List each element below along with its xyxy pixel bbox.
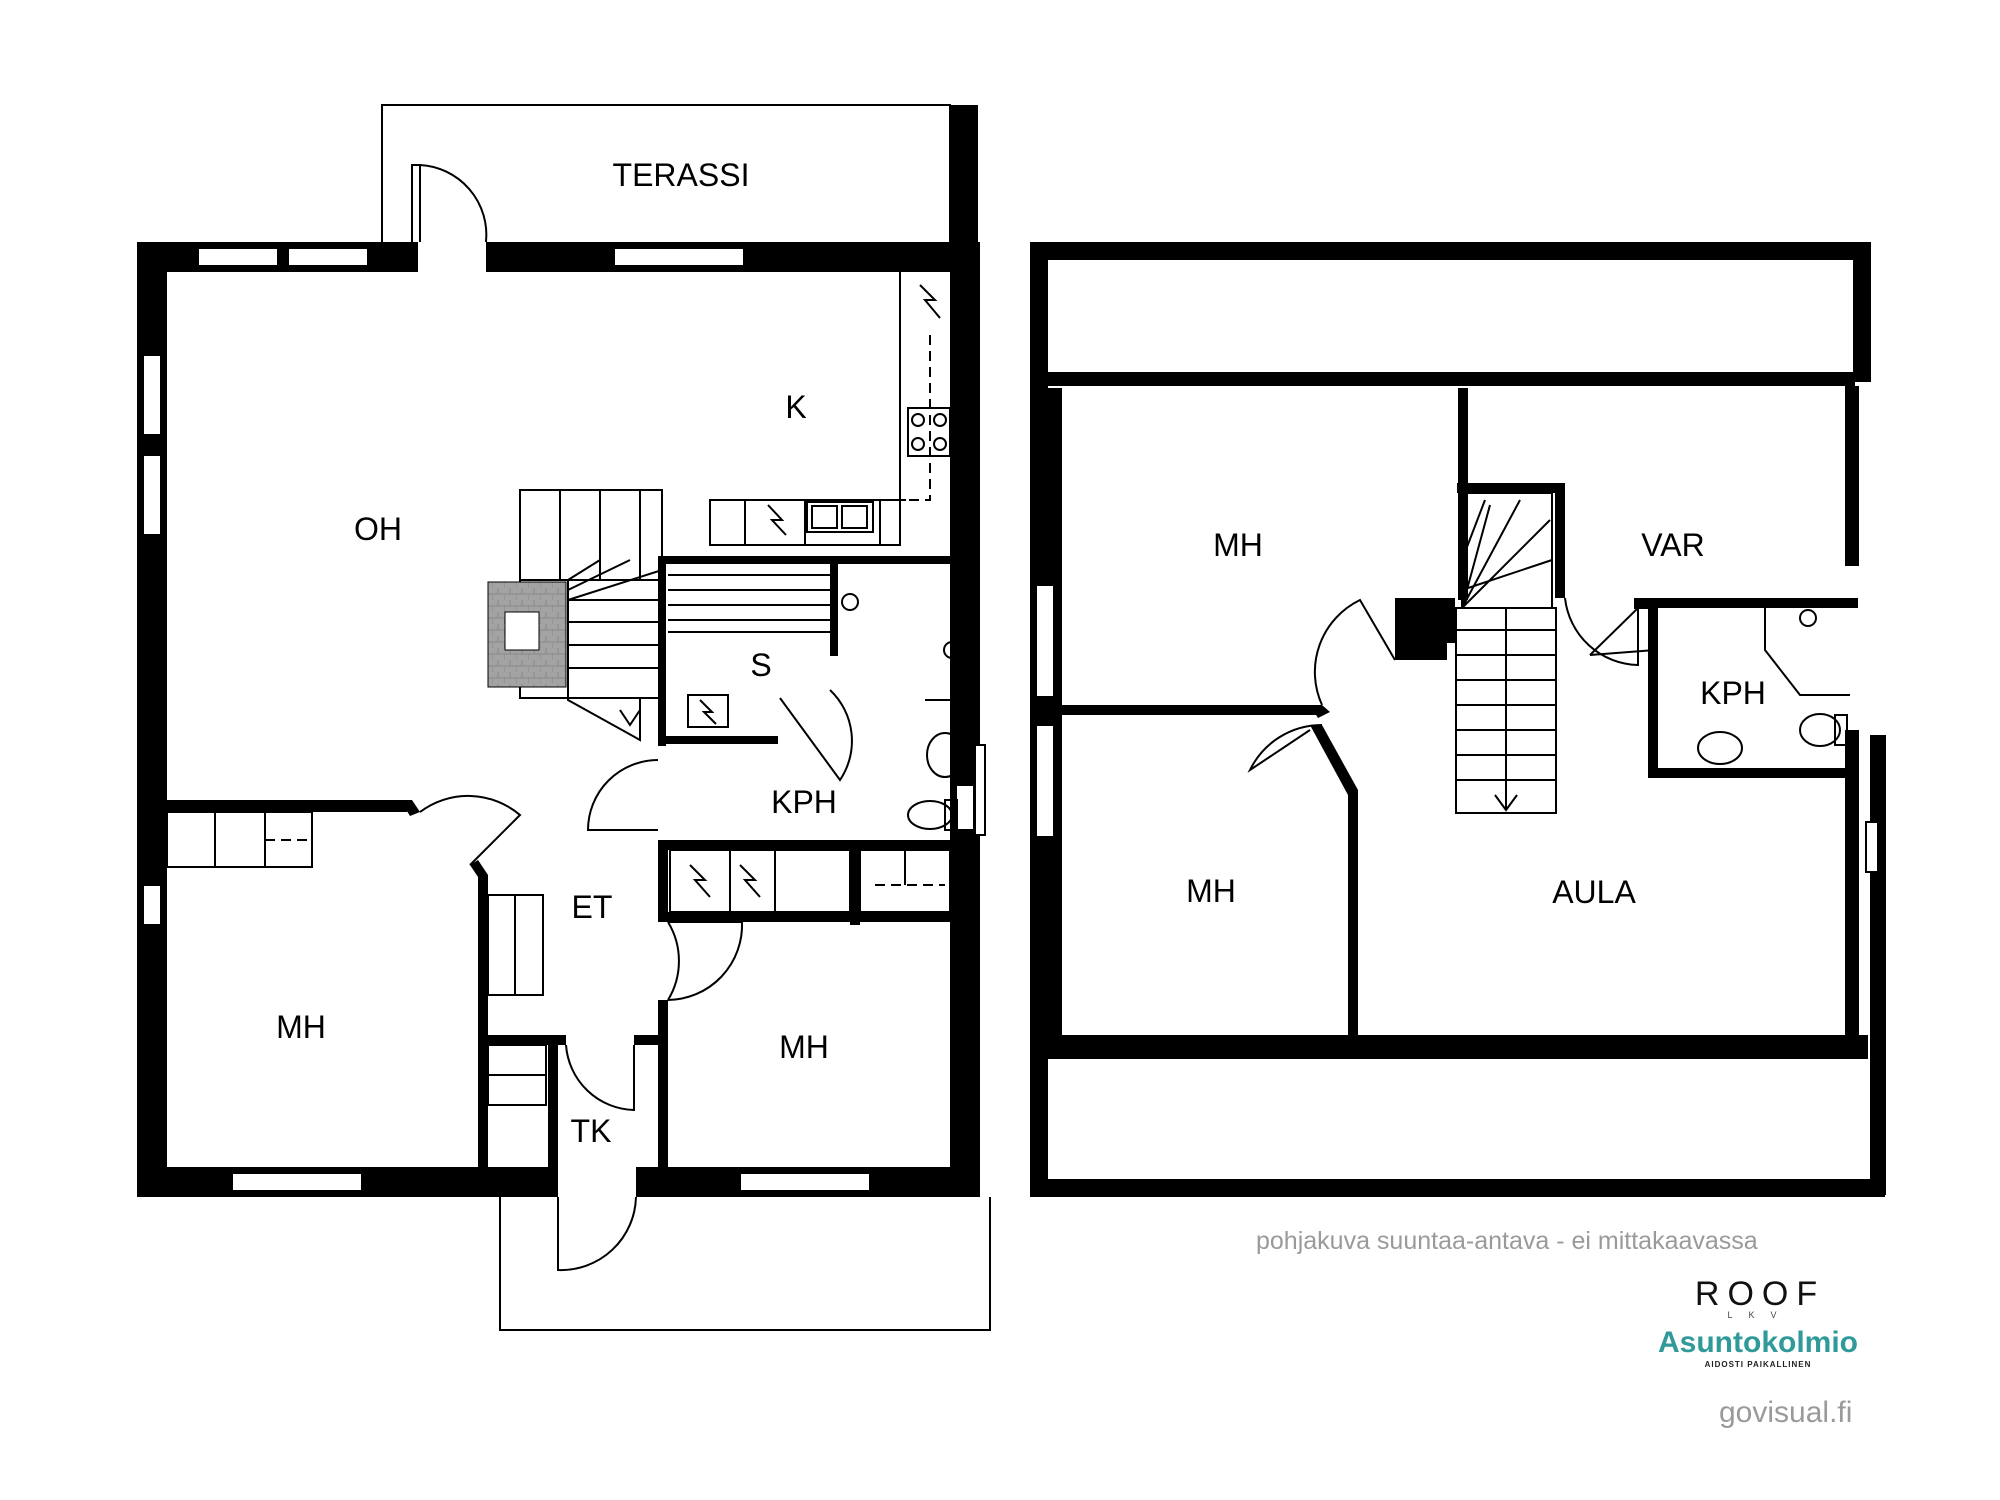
room-label-ground-bathroom: KPH (771, 784, 837, 820)
roof-logo-sub: LKV (1727, 1310, 1793, 1320)
room-label-sauna: S (750, 647, 771, 683)
bedroom-wardrobe (166, 811, 547, 1106)
upper-stairs (1455, 492, 1557, 814)
brand-tagline: AIDOSTI PAIKALLINEN (1704, 1360, 1812, 1369)
roof-logo-name: ROOF (1694, 1275, 1826, 1313)
room-label-kitchen: K (785, 389, 806, 425)
upper-bath-fixtures (1697, 608, 1850, 765)
room-label-west-bedroom: MH (276, 1009, 326, 1045)
brand-name: Asuntokolmio (1658, 1326, 1858, 1359)
room-label-entrance: ET (572, 889, 613, 925)
sauna-benches (668, 574, 830, 728)
room-label-east-bedroom: MH (779, 1029, 829, 1065)
upper-floor-plan (1030, 242, 1886, 1197)
room-label-upper-bedroom-north: MH (1213, 527, 1263, 563)
ground-door-swings (419, 689, 853, 1272)
roof-logo: ROOF LKV (1685, 1275, 1835, 1320)
upper-door-swings (1247, 597, 1656, 773)
porch-outline (499, 1197, 991, 1331)
room-label-closet: TK (571, 1113, 612, 1149)
terrace-door (411, 164, 488, 272)
ground-exterior-walls (137, 242, 980, 1197)
ground-windows (142, 247, 986, 1192)
kitchen-cabinets (709, 272, 951, 546)
room-label-living-room: OH (354, 511, 402, 547)
scale-disclaimer: pohjakuva suuntaa-antava - ei mittakaava… (1256, 1227, 1758, 1255)
credit-text: govisual.fi (1719, 1396, 1853, 1429)
upper-interior-walls (1062, 388, 1858, 1035)
upper-windows (1035, 584, 1879, 873)
room-label-hall: AULA (1552, 874, 1636, 910)
room-label-upper-bathroom: KPH (1700, 675, 1766, 711)
room-labels: TERASSI K OH S KPH ET MH MH TK MH MH VAR… (276, 157, 1766, 1149)
ground-bath-fixtures (841, 593, 964, 831)
room-label-upper-bedroom-south: MH (1186, 873, 1236, 909)
room-label-terrace: TERASSI (613, 157, 750, 193)
asuntokolmio-logo: Asuntokolmio AIDOSTI PAIKALLINEN (1648, 1326, 1868, 1369)
room-label-storage: VAR (1641, 527, 1704, 563)
upper-exterior-walls (1030, 242, 1886, 1197)
utility-cabinets (669, 849, 951, 913)
ground-floor-plan (137, 104, 991, 1331)
